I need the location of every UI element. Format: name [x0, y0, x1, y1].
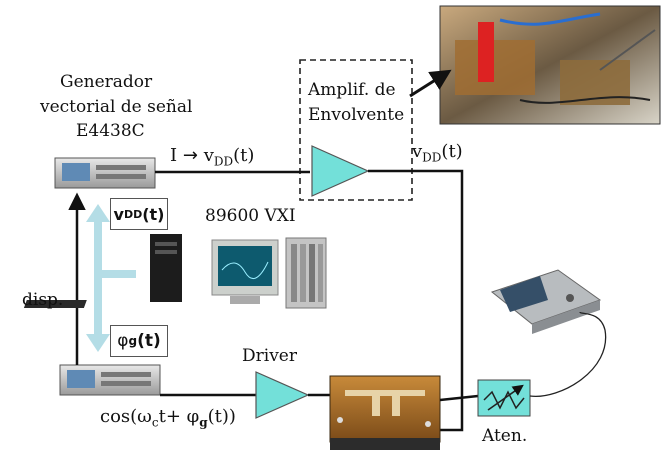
- phi-arg: (t): [137, 331, 161, 351]
- envelope-amp-label-line2: Envolvente: [308, 105, 405, 125]
- vxi-label: 89600 VXI: [205, 206, 296, 226]
- generator-title-line2: vectorial de señal: [40, 97, 193, 117]
- cos-subscript-c: c: [151, 415, 159, 430]
- pa-output-line: [439, 394, 479, 402]
- i-label: I: [170, 145, 178, 166]
- driver-amplifier-triangle: [255, 371, 310, 419]
- cos-mid: t+ φ: [158, 406, 200, 427]
- attenuator: [477, 379, 531, 417]
- cos-signal-label: cos(ωct+ φg(t)): [100, 406, 236, 430]
- pa-board: [329, 375, 441, 450]
- cos-subscript-g: g: [199, 415, 208, 430]
- vdd-arg: (t): [233, 145, 255, 166]
- vdd-out-subscript: DD: [422, 150, 442, 165]
- vdd-output-label: vDD(t): [412, 141, 463, 165]
- attenuator-label: Aten.: [482, 426, 528, 446]
- feedback-arrow: [86, 204, 136, 352]
- envelope-amp-label-line1: Amplif. de: [308, 80, 396, 100]
- vdd-symbol: v: [203, 145, 214, 166]
- envelope-amp-box: [299, 59, 413, 201]
- generator-title-line3: E4438C: [76, 121, 145, 141]
- spectrum-analyzer: [490, 269, 602, 334]
- monitor: [211, 239, 279, 304]
- photo-pointer-arrow: [409, 69, 452, 98]
- envelope-amplifier-triangle: [311, 145, 370, 197]
- vdd-box-symbol: v: [113, 204, 124, 224]
- vector-signal-generator-top: [54, 157, 156, 189]
- vdd-out-arg: (t): [441, 141, 463, 162]
- vector-signal-generator-bottom: [59, 364, 161, 396]
- vdd-box-arg: (t): [142, 204, 165, 224]
- i-vdd-label: I → vDD(t): [170, 145, 254, 169]
- analyzer-cable: [529, 311, 607, 397]
- envelope-amp-photo: [439, 5, 661, 125]
- pc-tower: [23, 234, 182, 308]
- cos-prefix: cos(ω: [100, 406, 152, 427]
- vxi-chassis: [285, 237, 327, 309]
- vdd-subscript: DD: [213, 154, 234, 169]
- cos-end: (t)): [207, 406, 236, 427]
- right-arrow-icon: →: [182, 145, 198, 166]
- phi-symbol: φ: [117, 331, 129, 351]
- vdd-supply-line: [368, 169, 464, 432]
- disp-label: disp.: [22, 290, 64, 310]
- driver-label: Driver: [242, 346, 297, 366]
- vdd-box-subscript: DD: [123, 207, 143, 221]
- phi-subscript: g: [128, 334, 138, 348]
- generator-title-line1: Generador: [60, 72, 153, 92]
- vdd-out-symbol: v: [412, 141, 423, 162]
